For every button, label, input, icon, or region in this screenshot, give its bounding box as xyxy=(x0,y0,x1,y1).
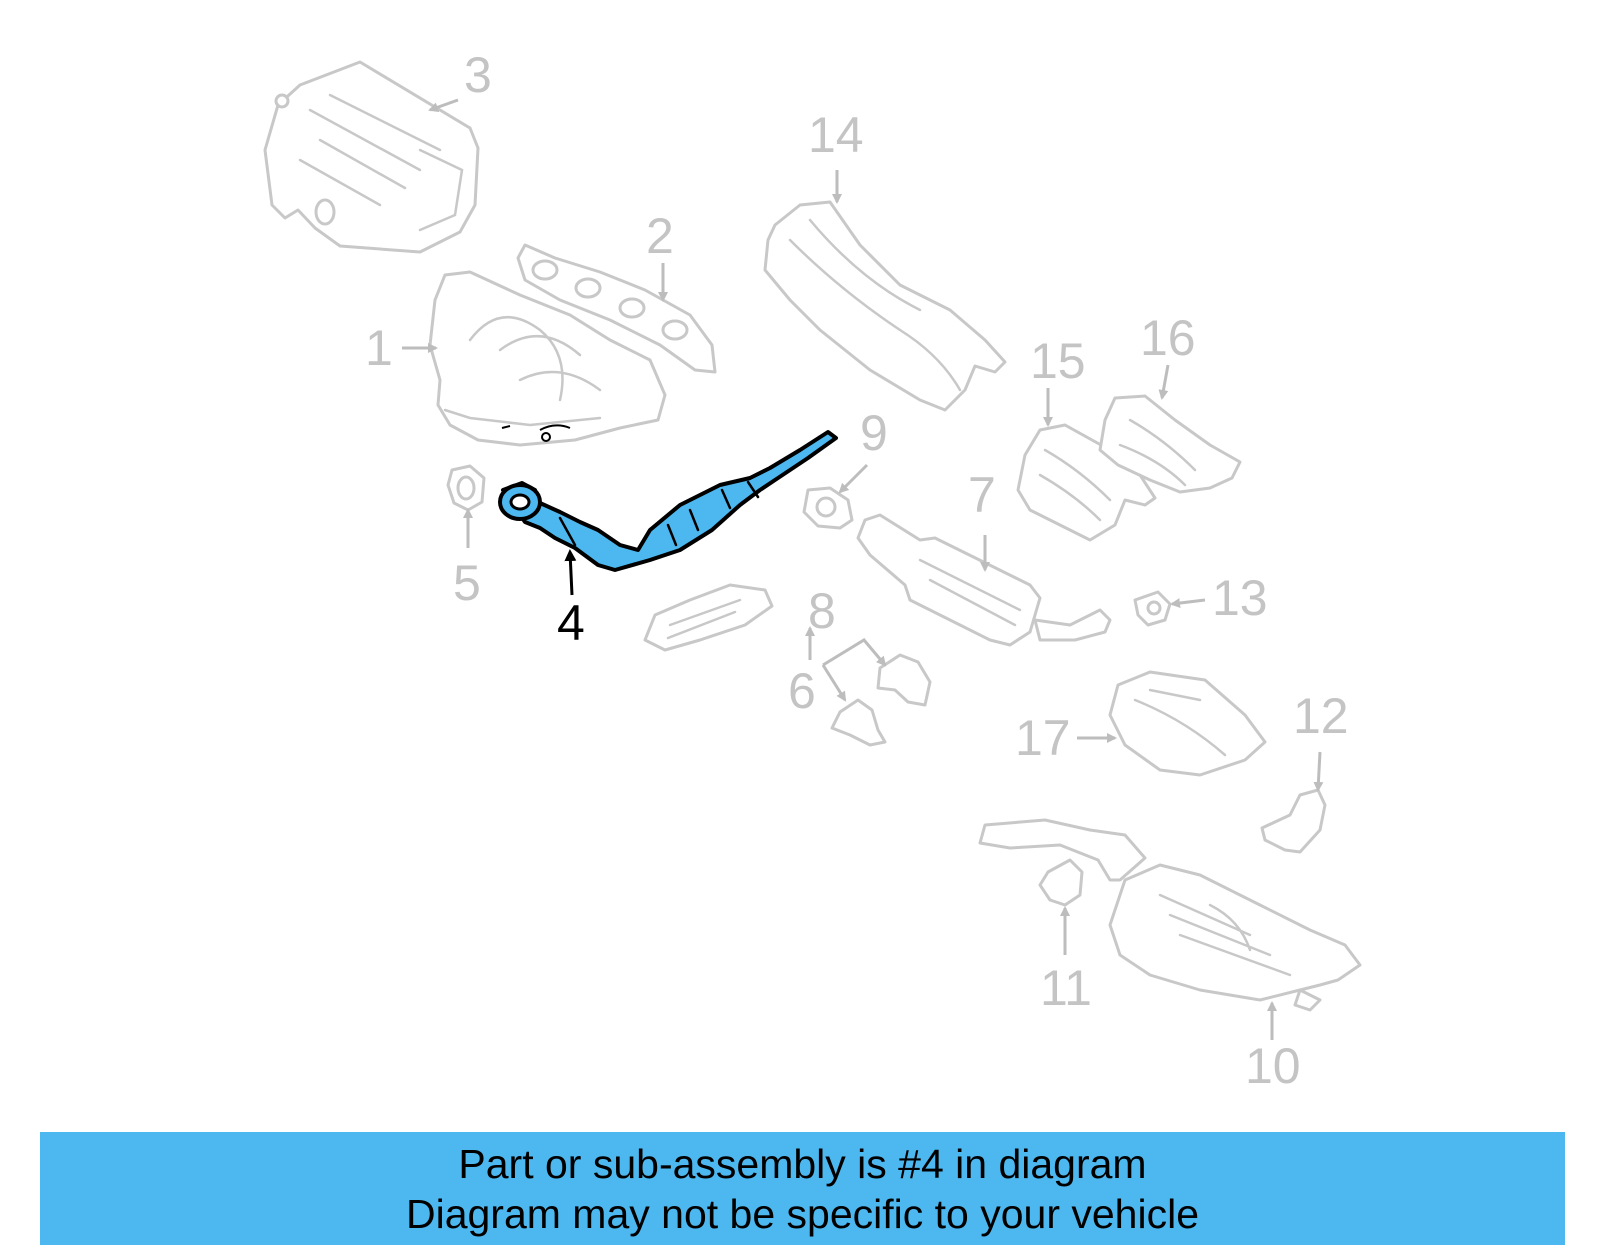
callout-7: 7 xyxy=(968,467,996,523)
part-9-clamp xyxy=(802,486,854,530)
part-1-exhaust-manifold xyxy=(428,270,667,447)
callout-2: 2 xyxy=(646,208,674,264)
converter-heat-shield xyxy=(643,583,774,652)
part-16-heat-shield xyxy=(1098,394,1242,494)
part-8-hanger xyxy=(876,653,932,707)
parts-diagram: 3 2 1 14 15 16 9 7 5 4 13 8 6 12 17 11 1… xyxy=(263,47,1362,1094)
callout-15: 15 xyxy=(1030,333,1086,389)
callout-4: 4 xyxy=(557,595,585,651)
part-17-heat-shield xyxy=(1108,670,1267,777)
info-banner: Part or sub-assembly is #4 in diagram Di… xyxy=(40,1132,1565,1245)
part-11-hanger xyxy=(1038,858,1084,907)
callout-11: 11 xyxy=(1040,960,1092,1016)
leader-line-4 xyxy=(564,549,577,596)
callout-14: 14 xyxy=(808,107,864,163)
callout-17: 17 xyxy=(1015,710,1071,766)
part-5-gasket xyxy=(446,464,486,512)
callout-13: 13 xyxy=(1212,570,1268,626)
callout-8: 8 xyxy=(808,583,836,639)
part-3-heat-shield xyxy=(263,60,480,254)
callout-10: 10 xyxy=(1245,1038,1301,1094)
callout-16: 16 xyxy=(1140,310,1196,366)
part-4-front-pipe-catalytic-converter xyxy=(498,430,838,572)
banner-line-part-number: Part or sub-assembly is #4 in diagram xyxy=(458,1140,1147,1187)
part-10-muffler xyxy=(978,818,1362,1012)
callout-3: 3 xyxy=(464,47,492,103)
part-6-hanger xyxy=(830,698,887,747)
callout-6: 6 xyxy=(788,663,816,719)
callout-1: 1 xyxy=(365,320,393,376)
callout-12: 12 xyxy=(1293,688,1349,744)
part-2-manifold-gasket xyxy=(516,243,717,374)
callout-5: 5 xyxy=(453,555,481,611)
part-14-heat-shield xyxy=(763,200,1007,412)
callout-9: 9 xyxy=(860,405,888,461)
leader-lines xyxy=(402,98,1324,1040)
part-12-bracket xyxy=(1260,788,1327,854)
part-7-resonator xyxy=(856,513,1112,647)
part-13-hanger xyxy=(1133,590,1172,627)
banner-line-disclaimer: Diagram may not be specific to your vehi… xyxy=(405,1190,1199,1237)
